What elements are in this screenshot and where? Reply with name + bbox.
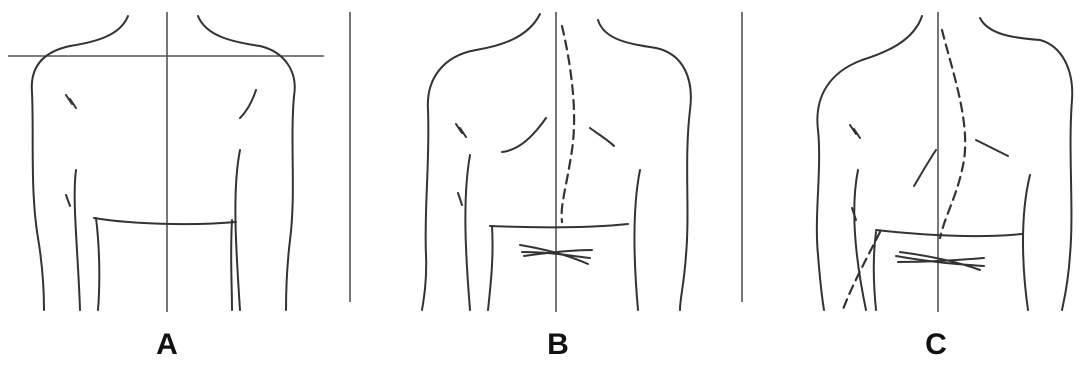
panel-c-drawing <box>817 12 1072 312</box>
panel-label-a: A <box>137 330 197 360</box>
panel-label-b: B <box>528 330 588 360</box>
panel-c-spine-curve <box>940 30 965 238</box>
panel-a-drawing <box>8 12 324 312</box>
panel-label-c: C <box>906 330 966 360</box>
panel-b-spine-curve <box>562 26 574 222</box>
panel-b-drawing <box>422 12 691 312</box>
